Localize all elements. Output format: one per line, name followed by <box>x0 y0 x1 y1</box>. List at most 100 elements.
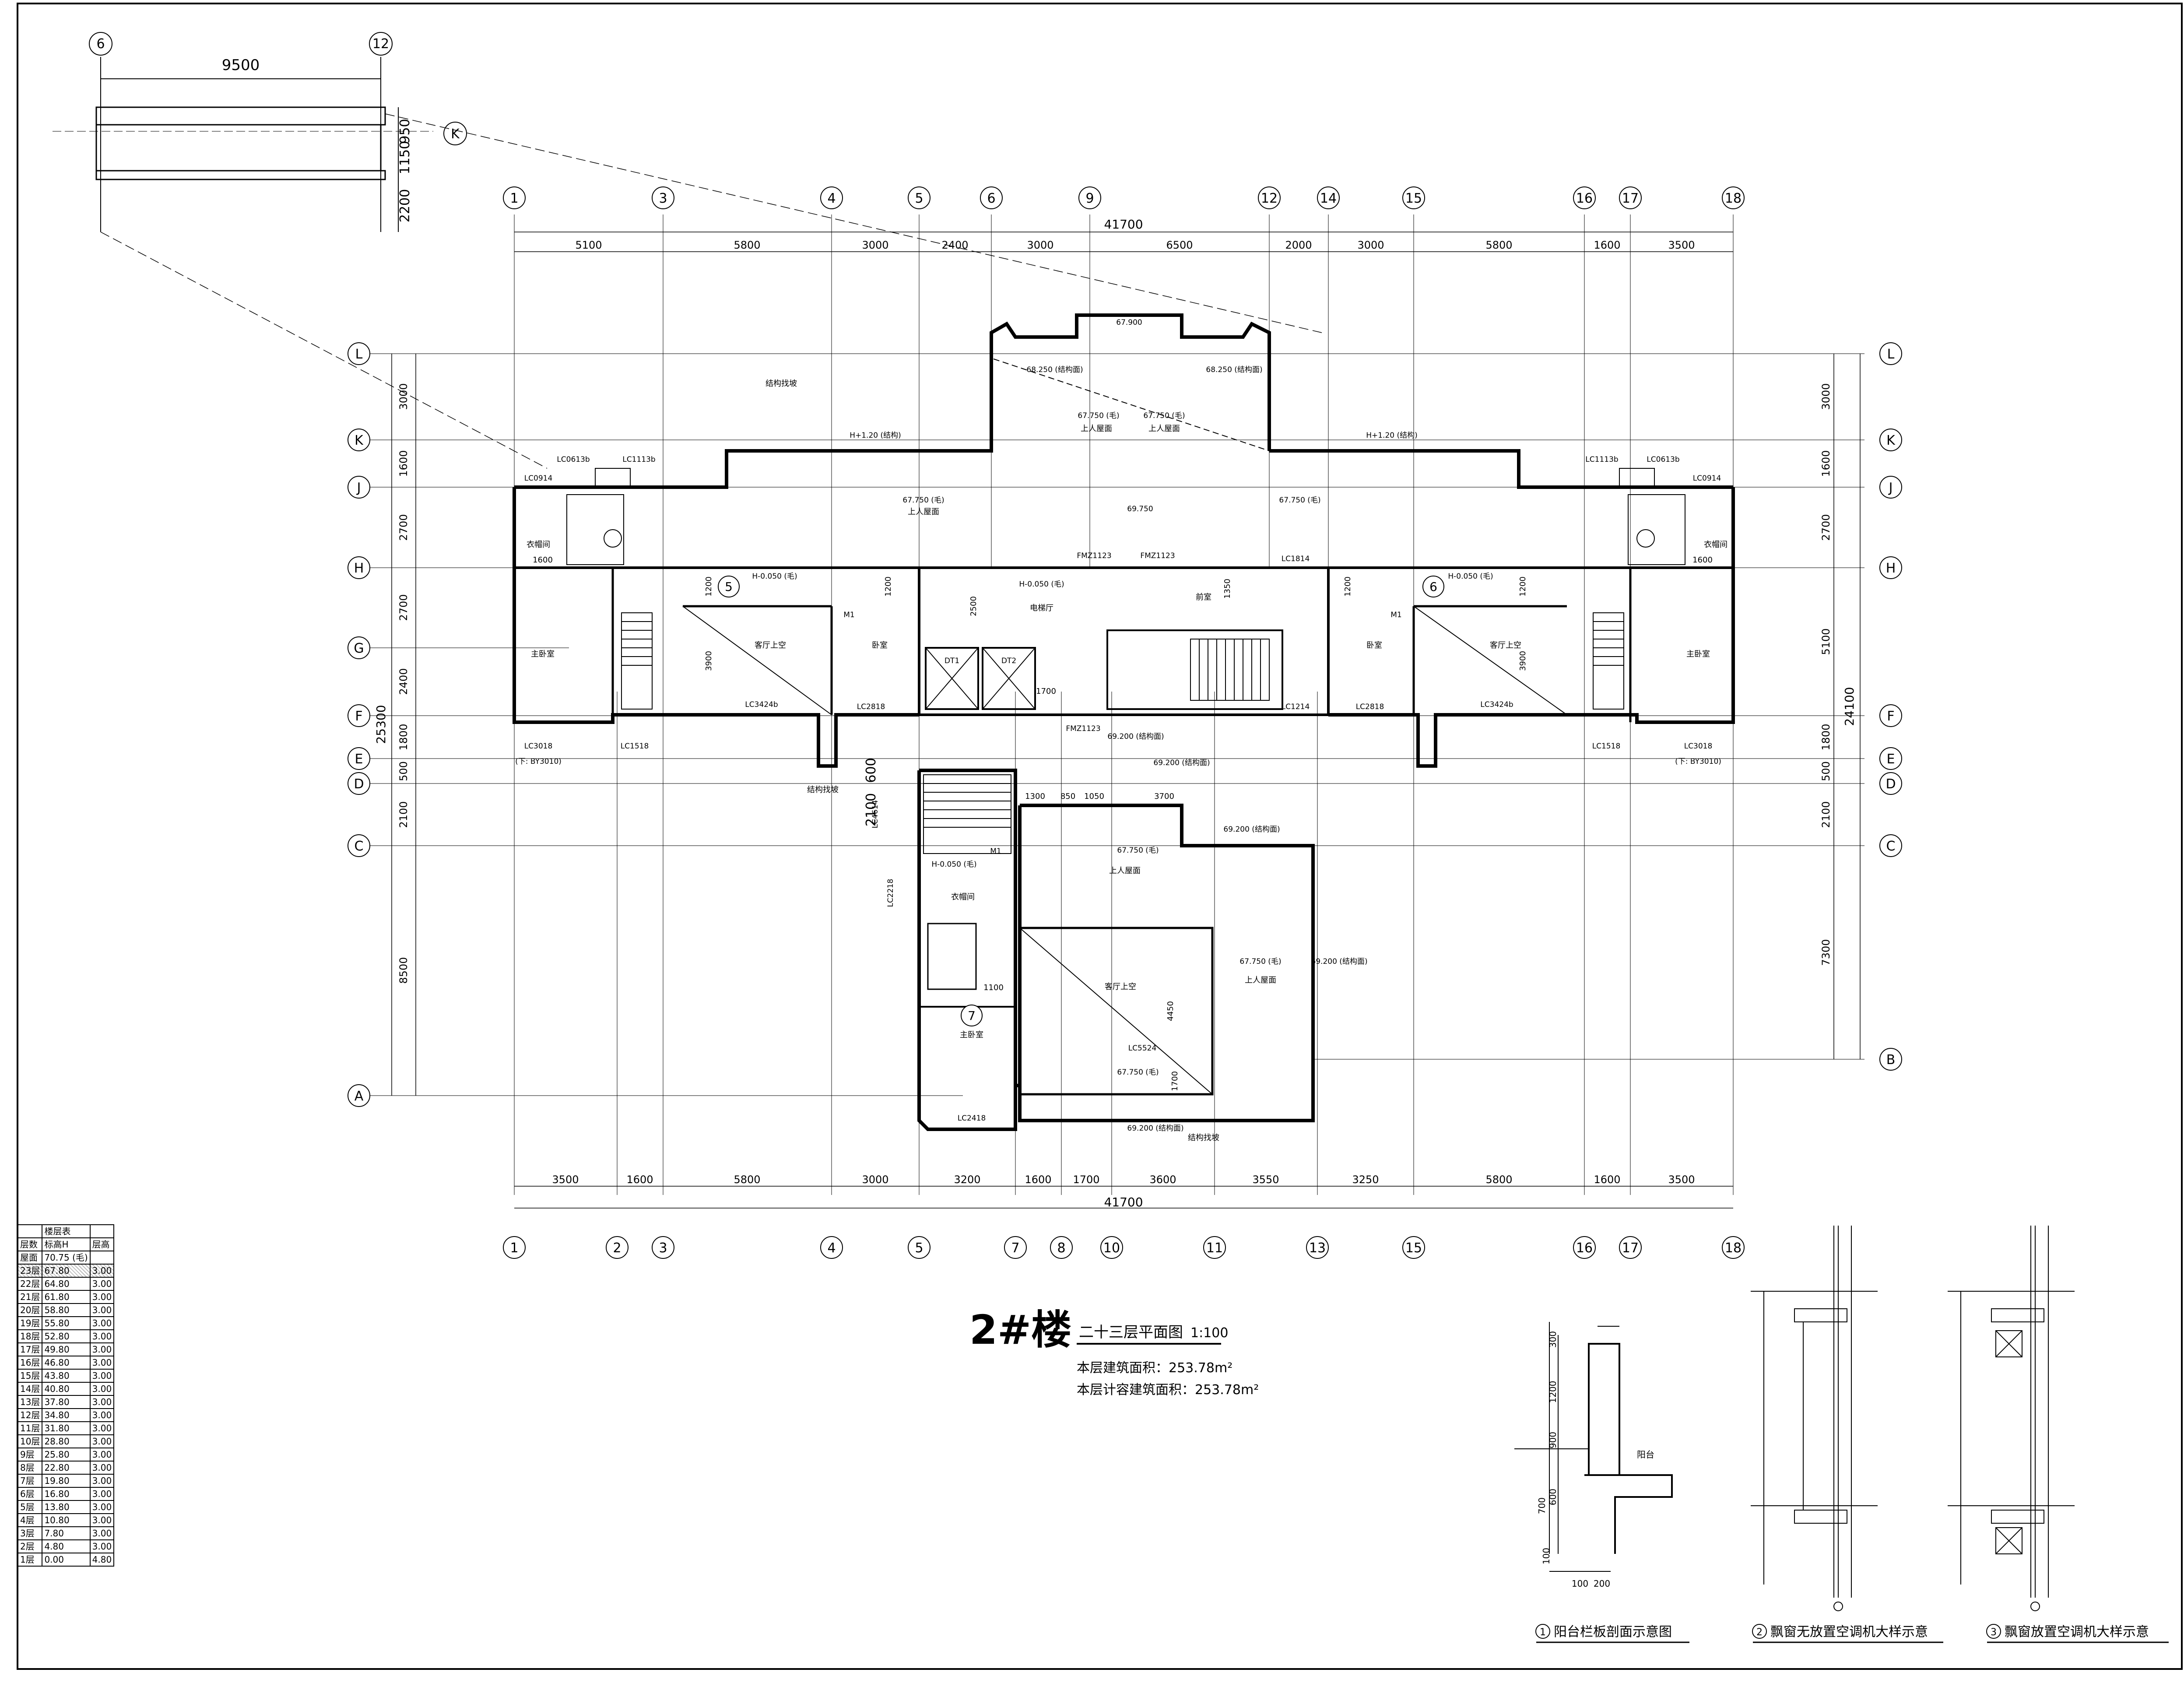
tag: LC2218 <box>886 879 895 907</box>
small-dim: 1050 <box>1084 792 1104 801</box>
tag: FMZ1123 <box>1077 552 1111 560</box>
unit-marker-label: 6 <box>1429 580 1437 594</box>
bottom-dim: 1600 <box>1025 1174 1051 1186</box>
axis-right-label: K <box>1886 433 1896 448</box>
bottom-total-dim: 41700 <box>1104 1195 1143 1209</box>
legend-cell: 3.00 <box>89 1474 115 1488</box>
right-dim: 5100 <box>1820 628 1832 655</box>
axis-top-label: 16 <box>1576 191 1593 206</box>
tag: LC2818 <box>1356 703 1384 711</box>
legend-cell: 16.80 <box>42 1487 91 1501</box>
legend-cell: 0.00 <box>42 1553 91 1567</box>
right-axis-labels: L K J H F E D C B <box>1886 347 1896 1068</box>
elevation-labels: 67.900 68.250 (结构面) 68.250 (结构面) 67.750 … <box>752 318 1493 1133</box>
legend-cell: 3.00 <box>89 1342 115 1356</box>
axis-top-label: 17 <box>1622 191 1639 206</box>
room-label: 前室 <box>1196 593 1211 602</box>
detail-dim: 200 <box>1594 1578 1610 1589</box>
elevation: 67.750 (毛) <box>1279 496 1320 505</box>
legend-header: 层数 <box>17 1237 43 1251</box>
inset-axis-right: 12 <box>372 36 389 52</box>
detail-dim: 300 <box>1548 1331 1558 1348</box>
legend-cell: 28.80 <box>42 1434 91 1448</box>
legend-cell: 3.00 <box>89 1277 115 1291</box>
room-label: 上人屋面 <box>1148 424 1180 433</box>
detail-titles: 1 阳台栏板剖面示意图 2 飘窗无放置空调机大样示意 3 飘窗放置空调机大样示意 <box>1535 1624 2169 1643</box>
tag: DT1 <box>945 657 959 665</box>
legend-cell: 3.00 <box>89 1395 115 1409</box>
tag: FMZ1123 <box>1140 552 1175 560</box>
tag: FMZ1123 <box>1066 724 1100 733</box>
legend-cell: 21层 <box>17 1290 43 1304</box>
axis-top-label: 18 <box>1725 191 1742 206</box>
top-total-dim: 41700 <box>1104 217 1143 232</box>
elevation: 68.250 (结构面) <box>1206 365 1262 374</box>
legend-roof-row: 屋面 70.75 (毛) <box>17 1251 115 1265</box>
bottom-dim: 3550 <box>1252 1174 1279 1186</box>
legend-cell: 25.80 <box>42 1448 91 1462</box>
legend-label: 楼层表 <box>42 1224 91 1238</box>
small-dim: 3900 <box>704 651 713 671</box>
small-dim: 1200 <box>1518 576 1527 597</box>
axis-bottom-label: 7 <box>1011 1240 1019 1256</box>
axis-left-label: L <box>355 347 363 362</box>
tag: LC3424b <box>745 700 778 709</box>
counted-area: 本层计容建筑面积：253.78m² <box>1077 1382 1259 1398</box>
axis-top-label: 6 <box>987 191 995 206</box>
detail-1-balcony <box>1514 1322 1673 1572</box>
left-dim: 1800 <box>397 724 410 750</box>
legend-cell: 3.00 <box>89 1513 115 1527</box>
legend-cell: 8层 <box>17 1461 43 1475</box>
stairs-south <box>923 774 1011 854</box>
legend-cell: 2层 <box>17 1539 43 1553</box>
axis-top-label: 4 <box>827 191 836 206</box>
top-dim: 2000 <box>1285 239 1312 251</box>
small-dim: 3900 <box>1518 651 1527 671</box>
room-label: 主卧室 <box>960 1030 983 1040</box>
legend-cell: 3.00 <box>89 1264 115 1278</box>
axis-top-label: 9 <box>1085 191 1094 206</box>
legend-cell: 3层 <box>17 1526 43 1540</box>
right-dim: 1800 <box>1820 724 1832 750</box>
axis-left-label: K <box>355 433 364 448</box>
legend-cell: 12层 <box>17 1408 43 1422</box>
room-labels: 主卧室 客厅上空 卧室 电梯厅 衣帽间 前室 客厅上空 卧室 主卧室 衣帽间 衣… <box>527 379 1728 1142</box>
top-dim: 5100 <box>575 239 602 251</box>
elevation: 69.200 (结构面) <box>1107 732 1164 741</box>
top-dim: 3500 <box>1668 239 1695 251</box>
right-dim: 1600 <box>1820 450 1832 477</box>
legend-cell: 3.00 <box>89 1421 115 1435</box>
axis-left-label: D <box>354 776 364 792</box>
right-dimension-texts: 3000 1600 2700 5100 1800 500 2100 7300 2… <box>1820 383 1857 966</box>
bottom-dim: 1600 <box>1594 1174 1620 1186</box>
legend-cell: 3.00 <box>89 1303 115 1317</box>
tag: (下: BY3010) <box>515 757 562 766</box>
room-label: 电梯厅 <box>1030 604 1053 613</box>
room-label: 主卧室 <box>1686 650 1710 659</box>
small-dim: 2100 <box>864 793 879 826</box>
tag: LC1518 <box>1592 742 1621 751</box>
plan-name: 二十三层平面图 <box>1079 1324 1183 1341</box>
small-dimensions: 1600 1600 1200 1200 1200 1200 3900 3900 … <box>533 555 1713 1091</box>
bottom-dim: 1700 <box>1073 1174 1099 1186</box>
elevation: 69.200 (结构面) <box>1153 759 1210 767</box>
detail-dim: 900 <box>1548 1432 1558 1448</box>
right-dim: 7300 <box>1820 939 1832 966</box>
axis-left-label: J <box>356 480 361 495</box>
right-dim: 2100 <box>1820 801 1832 828</box>
legend-header-row: 层数 标高H 层高 <box>17 1237 115 1251</box>
fixtures <box>566 358 1685 1095</box>
room-label: 衣帽间 <box>1704 540 1728 549</box>
elevation: H-0.050 (毛) <box>1448 572 1493 581</box>
bottom-dim: 3600 <box>1149 1174 1176 1186</box>
legend-cell: 3.00 <box>89 1329 115 1343</box>
legend-cell: 31.80 <box>42 1421 91 1435</box>
bottom-dim: 5800 <box>734 1174 760 1186</box>
